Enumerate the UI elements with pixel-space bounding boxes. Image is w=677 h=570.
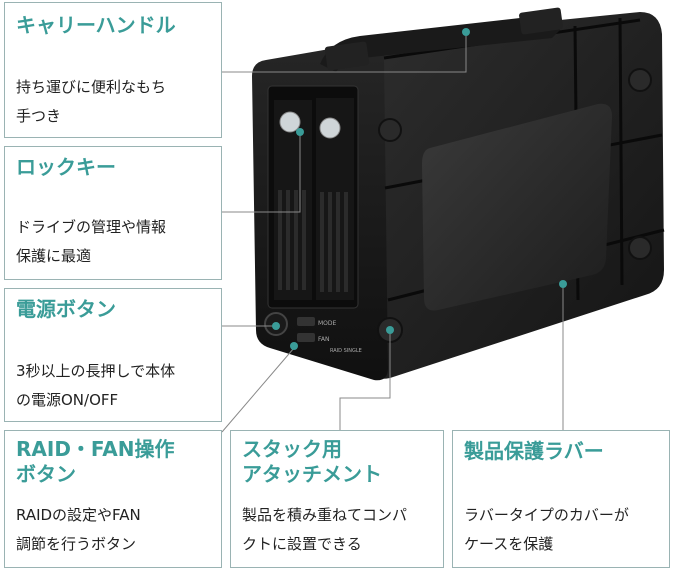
callout-protection-rubber: 製品保護ラバー ラバータイプのカバーが ケースを保護 bbox=[452, 430, 670, 568]
callout-description: 持ち運びに便利なもち 手つき bbox=[16, 78, 167, 125]
callout-description: 3秒以上の長押しで本体 の電源ON/OFF bbox=[16, 362, 176, 409]
callout-carry-handle: キャリーハンドル 持ち運びに便利なもち 手つき bbox=[4, 2, 222, 138]
callout-description: ラバータイプのカバーが ケースを保護 bbox=[464, 506, 629, 553]
leader-handle bbox=[222, 36, 467, 73]
handle-clip-left bbox=[324, 41, 370, 71]
panel-label-raid: RAID SINGLE bbox=[330, 348, 362, 354]
callout-title: RAID・FAN操作 ボタン bbox=[16, 437, 175, 486]
fan-button bbox=[297, 333, 315, 342]
side-screw-bottom-right bbox=[628, 236, 652, 260]
callout-description: ドライブの管理や情報 保護に最適 bbox=[16, 218, 167, 265]
leader-dots bbox=[272, 28, 567, 350]
callout-title: ロックキー bbox=[16, 155, 116, 179]
side-screw-top bbox=[378, 118, 402, 142]
leader-stack bbox=[339, 330, 391, 432]
bay-grille-left bbox=[278, 190, 306, 290]
callout-description: 製品を積み重ねてコンパ クトに設置できる bbox=[242, 506, 408, 553]
leader-raid bbox=[221, 347, 295, 433]
callout-stack-attachment: スタック用 アタッチメント 製品を積み重ねてコンパ クトに設置できる bbox=[230, 430, 444, 568]
callout-title: 製品保護ラバー bbox=[464, 439, 604, 463]
callout-power-button: 電源ボタン 3秒以上の長押しで本体 の電源ON/OFF bbox=[4, 288, 222, 422]
callout-title: スタック用 アタッチメント bbox=[242, 437, 382, 486]
protection-plate bbox=[422, 103, 612, 311]
callout-title: キャリーハンドル bbox=[16, 13, 176, 37]
mode-button bbox=[297, 317, 315, 326]
bay-grille-right bbox=[320, 192, 348, 292]
panel-label-mode: MODE bbox=[318, 320, 337, 327]
leader-lock bbox=[222, 132, 301, 213]
callout-lock-key: ロックキー ドライブの管理や情報 保護に最適 bbox=[4, 146, 222, 280]
callout-description: RAIDの設定やFAN 調節を行うボタン bbox=[16, 506, 141, 553]
handle-clip-right bbox=[519, 7, 563, 35]
panel-label-fan: FAN bbox=[318, 336, 330, 343]
carry-handle bbox=[320, 17, 560, 72]
leader-lines bbox=[221, 36, 564, 433]
callout-title: 電源ボタン bbox=[16, 297, 116, 321]
lock-key-left bbox=[279, 111, 301, 133]
side-screw-top-right bbox=[628, 68, 652, 92]
lock-key-right bbox=[319, 117, 341, 139]
bumper-vertical-right bbox=[618, 17, 624, 286]
callout-raid-fan-button: RAID・FAN操作 ボタン RAIDの設定やFAN 調節を行うボタン bbox=[4, 430, 222, 568]
